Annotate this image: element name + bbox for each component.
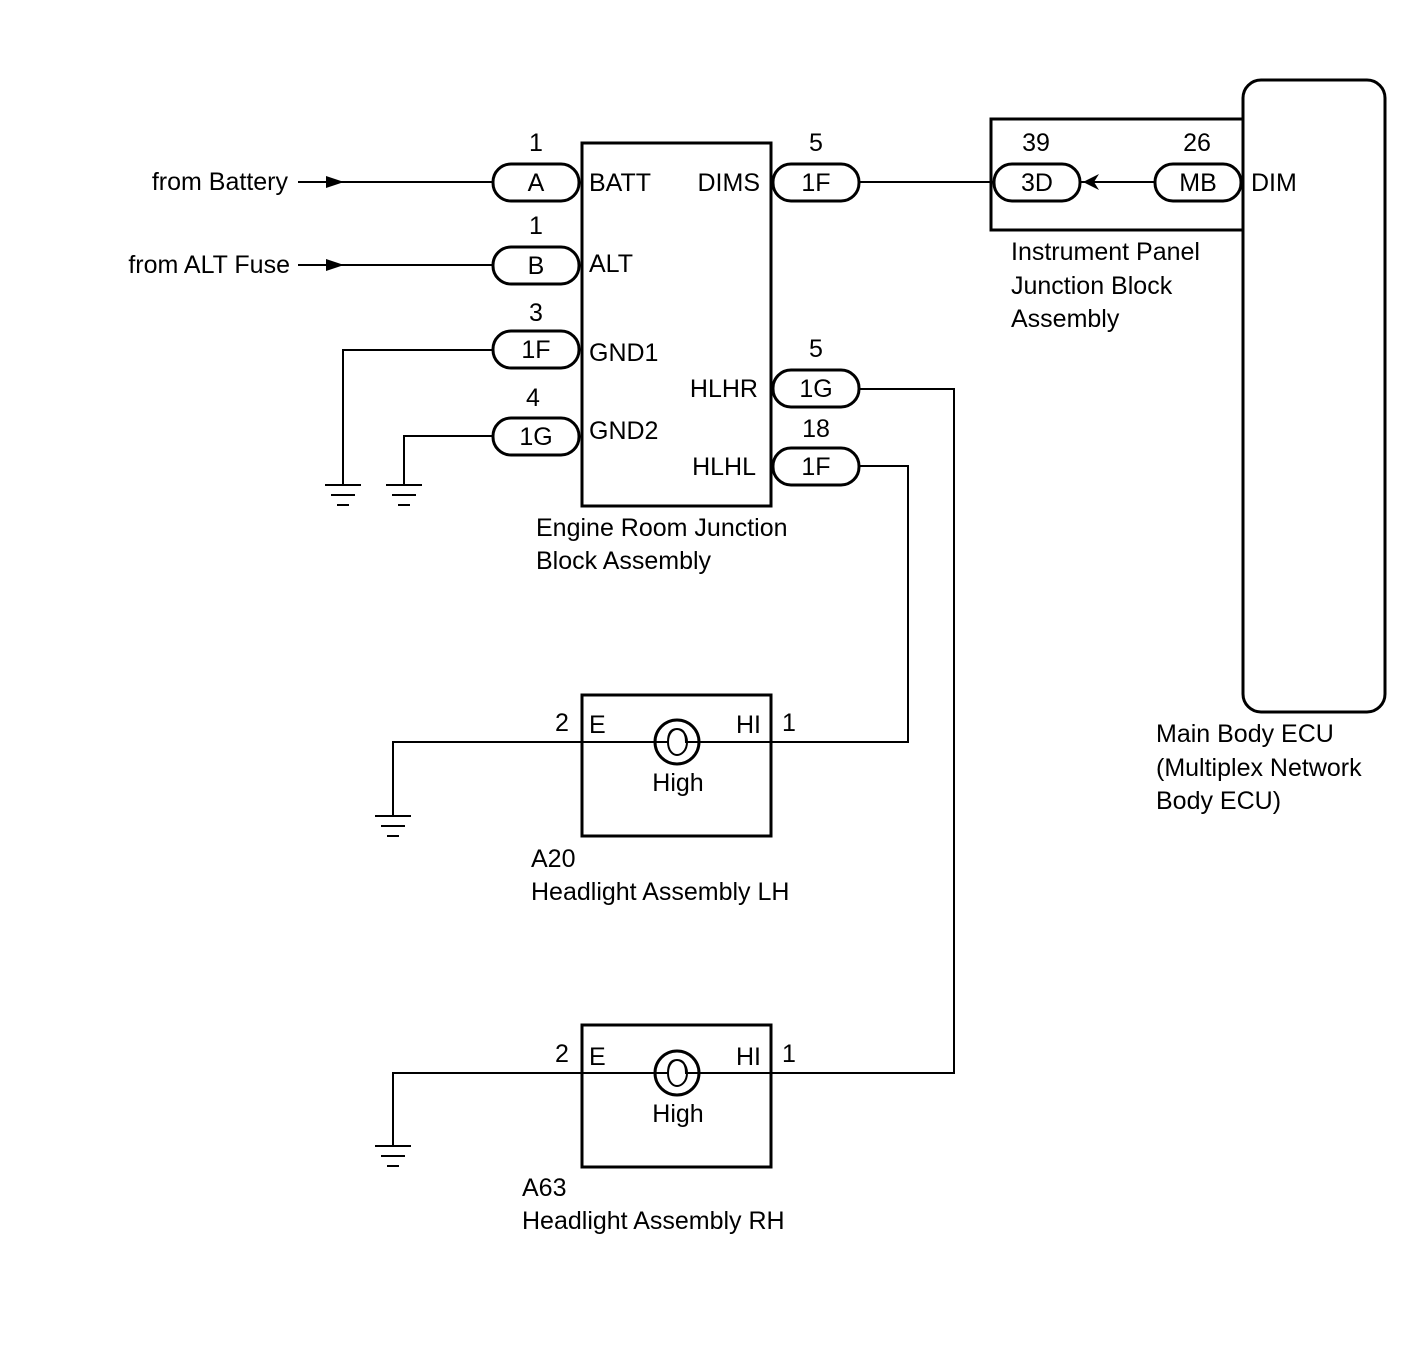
connector-pill bbox=[992, 162, 1082, 203]
pin-number: 4 bbox=[526, 384, 540, 412]
connector-pill bbox=[491, 329, 581, 370]
pin-number: 26 bbox=[1183, 129, 1211, 157]
pin-number: 3 bbox=[529, 299, 543, 327]
pin-number: 39 bbox=[1022, 129, 1050, 157]
connector-label: B bbox=[528, 252, 545, 280]
pin-number: 2 bbox=[555, 709, 569, 737]
terminal-label: DIMS bbox=[698, 169, 761, 197]
engine-room-jb-box bbox=[580, 141, 773, 508]
ecu-pin-label: DIM bbox=[1251, 169, 1297, 197]
source-battery-label: from Battery bbox=[152, 168, 289, 196]
wire-hlhl bbox=[771, 465, 909, 743]
wire-rh-ground bbox=[392, 1072, 582, 1145]
arrow-alt-icon bbox=[326, 259, 344, 271]
pin-number: 18 bbox=[802, 415, 830, 443]
connector-label: 1F bbox=[801, 169, 830, 197]
connector-label: MB bbox=[1179, 169, 1217, 197]
connector-label: 1F bbox=[801, 453, 830, 481]
component-code: A20 bbox=[531, 845, 575, 873]
ground-icon bbox=[375, 815, 411, 837]
component-name-line2: Block Assembly bbox=[536, 547, 712, 575]
component-name-line1: Main Body ECU bbox=[1156, 720, 1334, 748]
headlight-assembly-lh: 2 E HI 1 High A20 Headlight Assembly LH bbox=[531, 693, 796, 906]
terminal-label: HI bbox=[736, 1043, 761, 1071]
connector-pill bbox=[771, 446, 861, 487]
component-name-line1: Instrument Panel bbox=[1011, 238, 1200, 266]
ground-icon bbox=[325, 484, 361, 506]
pin-number: 1 bbox=[529, 212, 543, 240]
component-code: A63 bbox=[522, 1174, 566, 1202]
arrow-battery-icon bbox=[326, 176, 344, 188]
component-name-line2: Junction Block bbox=[1011, 272, 1173, 300]
terminal-label: HI bbox=[736, 711, 761, 739]
headlight-lh-box bbox=[580, 693, 773, 838]
pin-number: 1 bbox=[782, 1040, 796, 1068]
chevron-arrow-icon bbox=[1083, 174, 1099, 190]
terminal-label: ALT bbox=[589, 250, 633, 278]
terminal-label: GND1 bbox=[589, 339, 658, 367]
main-body-ecu-box bbox=[1241, 78, 1387, 714]
bulb-label: High bbox=[652, 769, 703, 797]
connector-label: A bbox=[528, 169, 545, 197]
wire-gnd2 bbox=[403, 435, 492, 484]
component-name: Headlight Assembly LH bbox=[531, 878, 789, 906]
connector-pill bbox=[771, 368, 861, 409]
connector-pill bbox=[1153, 162, 1243, 203]
connector-pill bbox=[771, 162, 861, 203]
pin-number: 1 bbox=[782, 709, 796, 737]
connector-pill bbox=[491, 416, 581, 457]
terminal-label: E bbox=[589, 1043, 606, 1071]
source-alt-fuse-label: from ALT Fuse bbox=[128, 251, 290, 279]
connector-label: 3D bbox=[1021, 169, 1053, 197]
pin-number: 1 bbox=[529, 129, 543, 157]
bulb-label: High bbox=[652, 1100, 703, 1128]
terminal-label: HLHL bbox=[692, 453, 756, 481]
pin-number: 5 bbox=[809, 335, 823, 363]
pin-number: 2 bbox=[555, 1040, 569, 1068]
connector-label: 1F bbox=[521, 336, 550, 364]
bulb-icon bbox=[653, 1049, 701, 1097]
wire-lh-ground bbox=[392, 741, 582, 815]
connector-label: 1G bbox=[519, 423, 552, 451]
component-name-line3: Assembly bbox=[1011, 305, 1120, 333]
component-name-line3: Body ECU) bbox=[1156, 787, 1281, 815]
ground-icon bbox=[375, 1145, 411, 1167]
instrument-panel-junction-block: 39 3D 26 MB Instrument Panel Junction Bl… bbox=[989, 117, 1245, 333]
ground-icon bbox=[386, 484, 422, 506]
wire-hlhr bbox=[771, 388, 955, 1074]
terminal-label: BATT bbox=[589, 169, 651, 197]
main-body-ecu: DIM Main Body ECU (Multiplex Network Bod… bbox=[1156, 78, 1387, 815]
headlight-rh-box bbox=[580, 1023, 773, 1169]
component-name-line1: Engine Room Junction bbox=[536, 514, 788, 542]
bulb-icon bbox=[653, 718, 701, 766]
wire-gnd1 bbox=[342, 349, 492, 484]
connector-pill bbox=[491, 162, 581, 203]
engine-room-junction-block: 1 A BATT 1 B ALT 3 1F GND1 4 1G GND2 5 1… bbox=[491, 129, 861, 575]
terminal-label: HLHR bbox=[690, 375, 758, 403]
headlight-assembly-rh: 2 E HI 1 High A63 Headlight Assembly RH bbox=[522, 1023, 796, 1235]
pin-number: 5 bbox=[809, 129, 823, 157]
terminal-label: E bbox=[589, 711, 606, 739]
connector-pill bbox=[491, 245, 581, 286]
component-name: Headlight Assembly RH bbox=[522, 1207, 785, 1235]
component-name-line2: (Multiplex Network bbox=[1156, 754, 1362, 782]
terminal-label: GND2 bbox=[589, 417, 658, 445]
connector-label: 1G bbox=[799, 375, 832, 403]
